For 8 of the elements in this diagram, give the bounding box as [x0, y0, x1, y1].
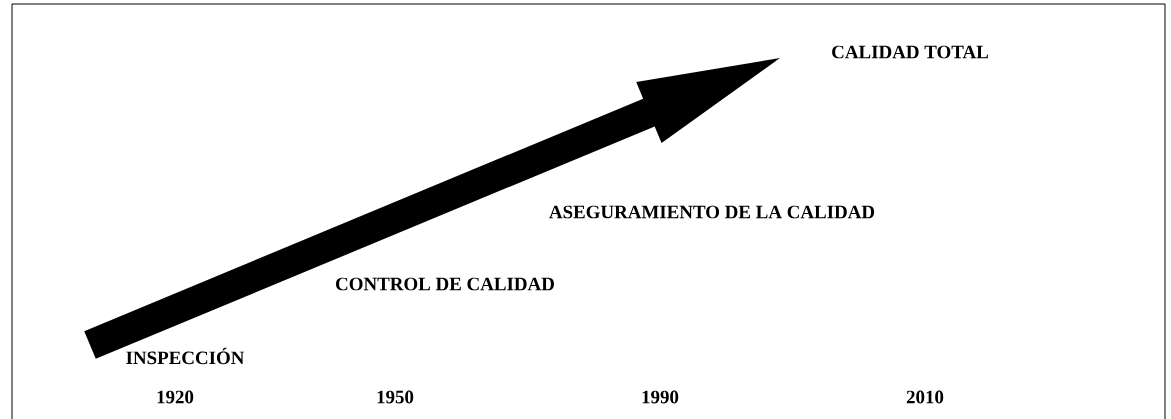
stage-label: CONTROL DE CALIDAD	[336, 277, 554, 291]
year-label: 1990	[642, 390, 679, 404]
stage-label: CALIDAD TOTAL	[832, 45, 988, 59]
stage-label: INSPECCIÓN	[126, 347, 245, 365]
stage-label: ASEGURAMIENTO DE LA CALIDAD	[549, 205, 875, 219]
year-label: 1950	[377, 390, 414, 404]
year-label: 2010	[906, 390, 944, 404]
year-label: 1920	[157, 390, 194, 404]
